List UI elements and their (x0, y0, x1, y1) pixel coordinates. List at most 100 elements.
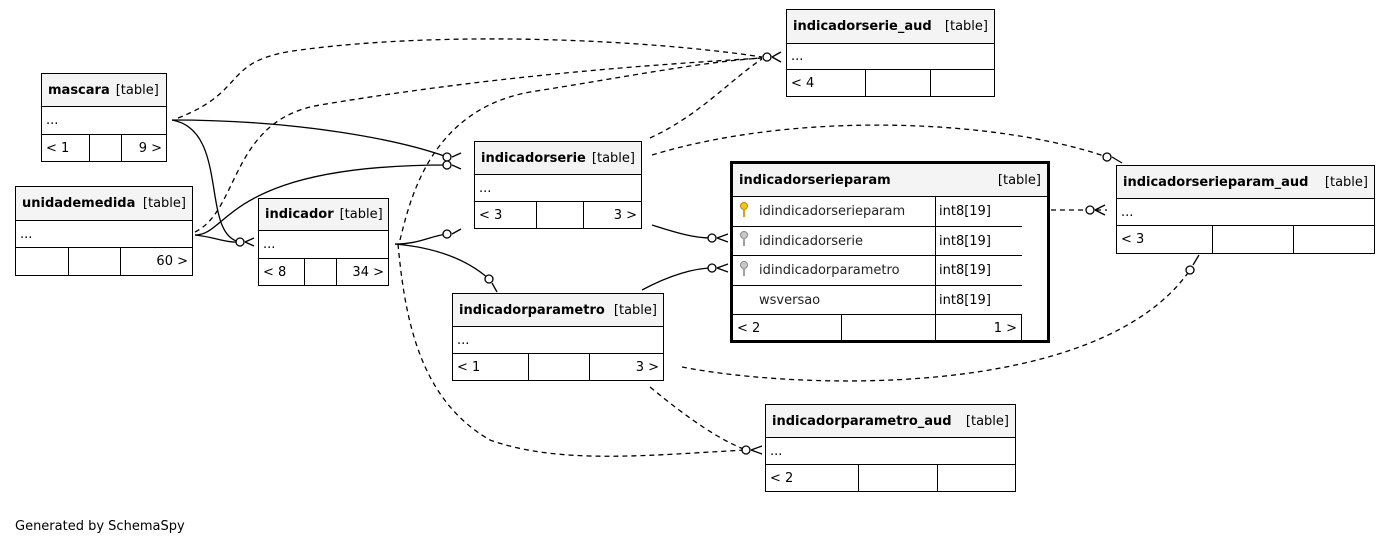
edge-endpoint (442, 160, 452, 170)
table-header: indicadorparametro [table] (453, 294, 663, 327)
crowfoot-arrow (451, 228, 462, 235)
column-row[interactable]: idindicadorserieparam int8[19] (733, 197, 1022, 227)
table-tag: [table] (613, 302, 657, 318)
row-count (858, 465, 937, 491)
table-mascara[interactable]: mascara [table] ... < 1 9 > (41, 73, 167, 162)
row-count (89, 135, 121, 161)
edge-indicador-indicadorparametro (394, 243, 490, 280)
table-ellipsis: ... (16, 221, 192, 248)
table-tag: [table] (115, 82, 159, 98)
table-indicadorparametro_aud[interactable]: indicadorparametro_aud [table] ... < 2 (765, 404, 1016, 492)
primary-key-icon (739, 201, 753, 222)
edge-indicador-indicadorserie (394, 233, 448, 245)
edge-indicadorserie-aud (649, 58, 763, 139)
generated-by-footer: Generated by SchemaSpy (15, 519, 185, 534)
column-type: int8[19] (939, 204, 991, 219)
parent-count (16, 248, 68, 275)
column-type: int8[19] (939, 263, 991, 278)
edge-endpoint (484, 274, 494, 284)
table-footer: < 2 1 > (733, 315, 1022, 341)
child-count: 3 > (589, 354, 663, 380)
column-name: idindicadorserie (759, 233, 863, 249)
column-row[interactable]: wsversao int8[19] (733, 286, 1022, 315)
row-count (536, 202, 583, 228)
table-header: indicador [table] (259, 199, 388, 231)
child-count: 1 > (935, 315, 1021, 341)
row-count (840, 315, 936, 341)
table-indicadorserie_aud[interactable]: indicadorserie_aud [table] ... < 4 (786, 9, 995, 97)
table-indicadorserie[interactable]: indicadorserie [table] ... < 3 3 > (474, 141, 642, 229)
table-tag: [table] (142, 196, 186, 211)
table-header: mascara [table] (42, 74, 166, 107)
edge-endpoint (442, 152, 452, 162)
table-header: indicadorserieparam [table] (733, 164, 1047, 197)
table-name: indicadorparametro_aud (772, 413, 952, 429)
table-header: indicadorserieparam_aud [table] (1117, 166, 1374, 199)
table-tag: [table] (591, 150, 635, 166)
crowfoot-arrow (491, 282, 498, 293)
edge-mascara-indicador (171, 119, 241, 243)
table-footer: 60 > (16, 248, 192, 275)
crowfoot-arrow (1094, 204, 1106, 216)
crowfoot-arrow (750, 445, 763, 455)
column-list: idindicadorserieparam int8[19] idindicad… (733, 197, 1022, 341)
crowfoot-arrow (716, 233, 729, 243)
edge-endpoint (741, 445, 751, 455)
edge-unidademedida-indicador (194, 234, 241, 243)
child-count (930, 70, 994, 96)
edge-indicadorserie-indicadorserieparam (651, 224, 713, 239)
table-name: indicador (265, 207, 334, 222)
parent-count: < 8 (263, 264, 287, 280)
parent-count: < 2 (770, 470, 794, 486)
table-name: indicadorparametro (459, 302, 605, 318)
column-name: idindicadorserieparam (759, 204, 906, 219)
column-row[interactable]: idindicadorparametro int8[19] (733, 256, 1022, 286)
edge-mascara-aud (177, 38, 763, 119)
table-ellipsis: ... (475, 175, 641, 202)
table-indicadorparametro[interactable]: indicadorparametro [table] ... < 1 3 > (452, 293, 664, 381)
table-ellipsis: ... (42, 107, 166, 135)
row-count (528, 354, 589, 380)
column-type: int8[19] (939, 233, 991, 249)
parent-count: < 2 (737, 320, 761, 336)
edge-endpoint (707, 263, 717, 273)
column-type: int8[19] (939, 292, 991, 308)
crowfoot-arrow (716, 263, 729, 273)
table-indicador[interactable]: indicador [table] ... < 8 34 > (258, 198, 389, 286)
table-tag: [table] (1324, 174, 1368, 190)
child-count: 34 > (336, 259, 388, 285)
row-count (1212, 226, 1293, 253)
table-indicadorserieparam_aud[interactable]: indicadorserieparam_aud [table] ... < 3 (1116, 165, 1375, 254)
parent-count: < 1 (457, 359, 481, 375)
table-header: indicadorserie [table] (475, 142, 641, 175)
table-indicadorserieparam[interactable]: indicadorserieparam [table] idindicadors… (730, 161, 1050, 343)
column-name: idindicadorparametro (759, 263, 900, 278)
table-name: unidademedida (22, 196, 136, 211)
foreign-key-icon (739, 231, 753, 251)
table-footer: < 4 (787, 70, 994, 96)
child-count: 60 > (120, 248, 192, 275)
table-header: indicadorparametro_aud [table] (766, 405, 1015, 438)
table-unidademedida[interactable]: unidademedida [table] ... 60 > (15, 186, 193, 276)
table-tag: [table] (944, 19, 988, 34)
table-footer: < 3 3 > (475, 202, 641, 228)
edge-endpoint (1102, 152, 1112, 162)
table-tag: [table] (997, 172, 1041, 188)
edge-parametro-paramaud (681, 269, 1191, 382)
edge-indicadorserie-paramaud (651, 124, 1108, 158)
parent-count: < 3 (1121, 232, 1145, 247)
table-tag: [table] (965, 413, 1009, 429)
edge-endpoint (707, 233, 717, 243)
crowfoot-arrow (1111, 156, 1123, 164)
crowfoot-arrow (771, 51, 782, 63)
table-name: indicadorserie_aud (793, 19, 932, 34)
edge-indicador-parametroaud (397, 243, 747, 457)
row-count (865, 70, 930, 96)
edge-endpoint (1185, 265, 1195, 275)
table-tag: [table] (339, 207, 383, 222)
column-row[interactable]: idindicadorserie int8[19] (733, 227, 1022, 256)
table-ellipsis: ... (766, 438, 1015, 465)
table-footer: < 1 3 > (453, 354, 663, 380)
child-count: 3 > (583, 202, 641, 228)
